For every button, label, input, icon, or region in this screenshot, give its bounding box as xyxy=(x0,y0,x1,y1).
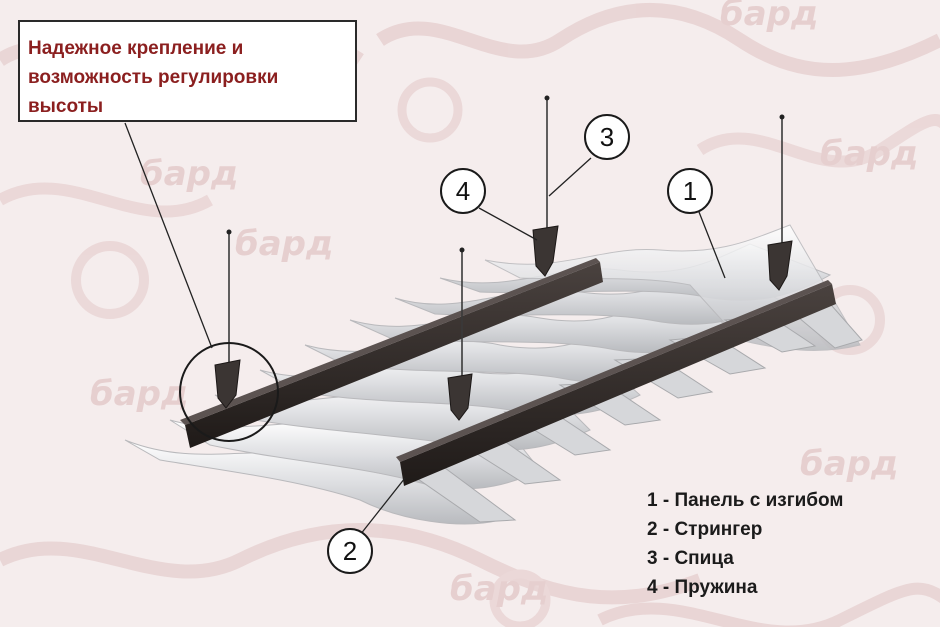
marker-1-number: 1 xyxy=(683,176,697,206)
leader-1 xyxy=(698,211,726,279)
legend: 1 - Панель с изгибом 2 - Стрингер 3 - Сп… xyxy=(647,486,843,602)
spring xyxy=(214,359,241,409)
legend-item-4: 4 - Пружина xyxy=(647,577,758,598)
callout-line-3: высоты xyxy=(28,96,104,117)
watermark-text: бард xyxy=(820,134,918,174)
callout-leader xyxy=(124,122,213,349)
legend-item-1: 1 - Панель с изгибом xyxy=(647,490,844,511)
stringer-back xyxy=(180,258,603,448)
marker-2-number: 2 xyxy=(343,536,357,566)
rod-tips xyxy=(226,95,785,253)
legend-item-3: 3 - Спица xyxy=(647,548,734,569)
marker-4: 4 xyxy=(440,168,486,214)
zoom-circle xyxy=(179,342,279,442)
leader-3 xyxy=(548,157,592,197)
callout-box: Надежное крепление и возможность регулир… xyxy=(18,20,357,122)
callout-line-1: Надежное крепление и xyxy=(28,38,244,59)
watermark-group: бард бард бард бард бард бард бард xyxy=(90,0,918,609)
callout-line-2: возможность регулировки xyxy=(28,67,279,88)
stringer-front xyxy=(396,280,836,486)
marker-2: 2 xyxy=(327,528,373,574)
watermark-text: бард xyxy=(90,374,188,414)
spring-clips xyxy=(214,225,793,421)
watermark-text: бард xyxy=(450,569,548,609)
spring xyxy=(767,240,793,291)
marker-3: 3 xyxy=(584,114,630,160)
leader-lines xyxy=(124,122,726,536)
marker-4-number: 4 xyxy=(456,176,470,206)
watermark-text: бард xyxy=(235,224,333,264)
hanging-rods xyxy=(228,98,783,395)
spring xyxy=(447,373,473,421)
legend-item-2: 2 - Стрингер xyxy=(647,519,763,540)
leader-2 xyxy=(359,477,406,536)
watermark-text: бард xyxy=(720,0,818,34)
watermark-text: бард xyxy=(800,444,898,484)
marker-3-number: 3 xyxy=(600,122,614,152)
watermark-text: бард xyxy=(140,154,238,194)
marker-1: 1 xyxy=(667,168,713,214)
spring xyxy=(532,225,559,277)
leader-4 xyxy=(478,207,538,241)
